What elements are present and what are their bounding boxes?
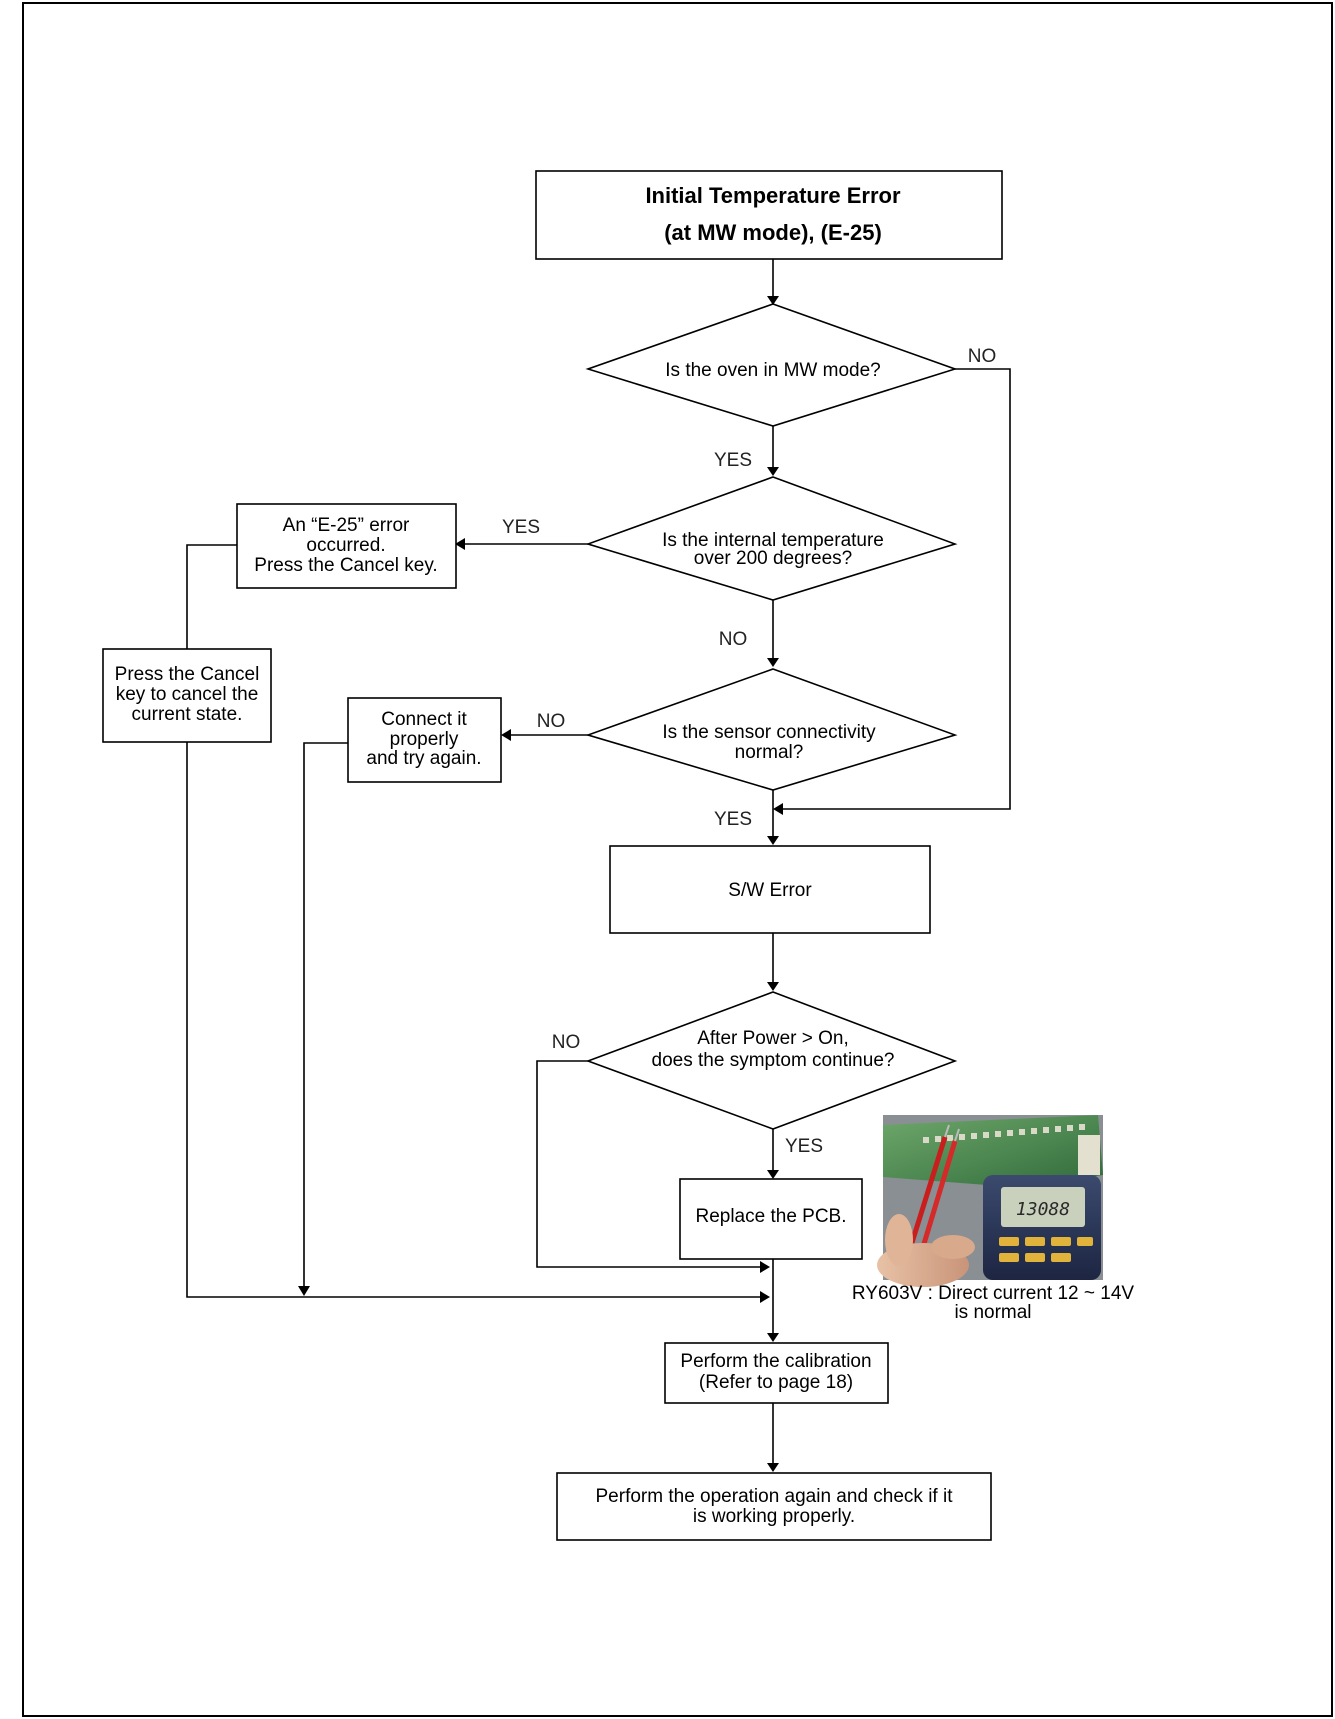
photo-caption-line2: is normal bbox=[954, 1302, 1031, 1323]
svg-text:(at MW mode), (E-25): (at MW mode), (E-25) bbox=[664, 220, 882, 245]
svg-text:An “E-25” error: An “E-25” error bbox=[283, 515, 410, 536]
box-e25-error: An “E-25” error occurred. Press the Canc… bbox=[236, 503, 457, 589]
label-d1-yes: YES bbox=[714, 450, 752, 471]
box-perform-calibration: Perform the calibration (Refer to page 1… bbox=[664, 1342, 889, 1404]
svg-text:S/W Error: S/W Error bbox=[728, 880, 812, 901]
svg-text:key to cancel the: key to cancel the bbox=[116, 684, 259, 705]
label-d2-no: NO bbox=[719, 629, 748, 650]
svg-text:properly: properly bbox=[390, 729, 459, 750]
svg-text:is working properly.: is working properly. bbox=[693, 1506, 855, 1527]
svg-text:(Refer to page 18): (Refer to page 18) bbox=[699, 1372, 853, 1393]
svg-text:occurred.: occurred. bbox=[306, 535, 385, 556]
branch-labels: NO YES YES NO NO YES NO YES bbox=[502, 346, 996, 1157]
svg-text:Is the sensor connectivity: Is the sensor connectivity bbox=[662, 722, 876, 743]
svg-text:Initial Temperature Error: Initial Temperature Error bbox=[645, 183, 901, 208]
svg-text:Perform the calibration: Perform the calibration bbox=[680, 1351, 871, 1372]
title-box: Initial Temperature Error (at MW mode), … bbox=[535, 170, 1003, 260]
photo-caption-line1: RY603V : Direct current 12 ~ 14V bbox=[852, 1283, 1134, 1304]
box-press-cancel: Press the Cancel key to cancel the curre… bbox=[102, 648, 272, 743]
decision-sensor-connectivity: Is the sensor connectivity normal? bbox=[585, 668, 958, 791]
decision-mw-mode: Is the oven in MW mode? bbox=[585, 303, 958, 427]
label-d2-yes: YES bbox=[502, 517, 540, 538]
box-replace-pcb: Replace the PCB. bbox=[679, 1178, 863, 1260]
box-connect-properly: Connect it properly and try again. bbox=[347, 697, 502, 783]
svg-text:and try again.: and try again. bbox=[366, 748, 481, 769]
svg-text:normal?: normal? bbox=[735, 742, 804, 763]
box-operation-again: Perform the operation again and check if… bbox=[556, 1472, 992, 1541]
label-d3-yes: YES bbox=[714, 809, 752, 830]
label-d4-yes: YES bbox=[785, 1136, 823, 1157]
decision-power-on-line1: After Power > On, bbox=[697, 1028, 849, 1049]
decision-power-on: After Power > On,does the symptom contin… bbox=[585, 991, 958, 1130]
meter-reading: 13088 bbox=[1016, 1199, 1070, 1220]
svg-text:Press the Cancel key.: Press the Cancel key. bbox=[254, 555, 437, 576]
label-d1-no: NO bbox=[968, 346, 997, 367]
svg-text:over 200 degrees?: over 200 degrees? bbox=[694, 548, 852, 569]
svg-text:Press the Cancel: Press the Cancel bbox=[115, 664, 260, 685]
svg-text:Replace the PCB.: Replace the PCB. bbox=[695, 1206, 846, 1227]
svg-text:Is the internal temperature: Is the internal temperature bbox=[662, 530, 884, 551]
decision-internal-temperature: Is the internal temperature over 200 deg… bbox=[585, 476, 958, 601]
svg-text:Is the oven in MW mode?: Is the oven in MW mode? bbox=[665, 360, 880, 381]
box-sw-error: S/W Error bbox=[609, 845, 931, 934]
svg-text:Perform the operation again an: Perform the operation again and check if… bbox=[596, 1486, 954, 1507]
page-border bbox=[22, 2, 1333, 1717]
svg-text:Connect it: Connect it bbox=[381, 709, 467, 730]
label-d4-no: NO bbox=[552, 1032, 581, 1053]
decision-power-on-line2: does the symptom continue? bbox=[652, 1050, 895, 1071]
connectors bbox=[186, 259, 1011, 1472]
multimeter-photo: 13088 bbox=[877, 1115, 1103, 1287]
svg-text:current state.: current state. bbox=[132, 704, 243, 725]
label-d3-no: NO bbox=[537, 711, 566, 732]
